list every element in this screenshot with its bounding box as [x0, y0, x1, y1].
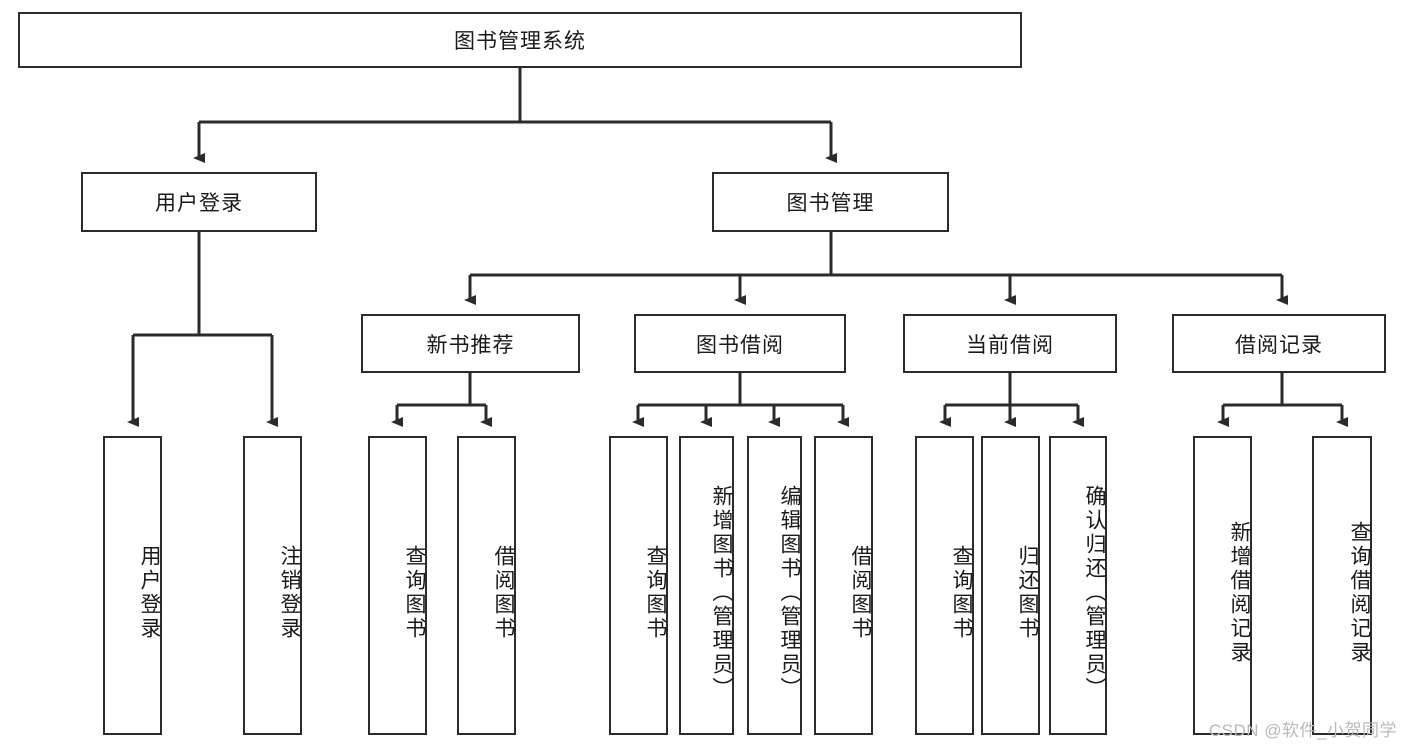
- leaf-record-add-record-label: 新增借阅记录: [1228, 520, 1251, 665]
- leaf-user-login-label: 用户登录: [138, 544, 161, 641]
- leaf-borrow-add-book-admin[interactable]: 新增图书（管理员）: [679, 436, 734, 735]
- csdn-watermark: CSDN @软件_小贺同学: [1208, 721, 1397, 740]
- leaf-borrow-borrow-book[interactable]: 借阅图书: [814, 436, 873, 735]
- leaf-borrow-add-book-admin-label: 新增图书（管理员）: [710, 484, 733, 701]
- leaf-recommend-borrow-book-label: 借阅图书: [492, 544, 515, 641]
- leaf-recommend-borrow-book[interactable]: 借阅图书: [457, 436, 516, 735]
- node-current-borrow-label: 当前借阅: [966, 333, 1054, 357]
- leaf-current-query-book[interactable]: 查询图书: [915, 436, 974, 735]
- node-user-login-label: 用户登录: [155, 192, 243, 215]
- leaf-logout-label: 注销登录: [278, 544, 301, 641]
- leaf-record-query-record-label: 查询借阅记录: [1348, 520, 1371, 665]
- node-current-borrow[interactable]: 当前借阅: [903, 314, 1117, 373]
- node-book-management-label: 图书管理: [786, 192, 875, 215]
- leaf-current-return-book-label: 归还图书: [1016, 544, 1039, 641]
- node-book-management[interactable]: 图书管理: [712, 172, 949, 232]
- leaf-borrow-borrow-book-label: 借阅图书: [849, 544, 872, 641]
- leaf-record-query-record[interactable]: 查询借阅记录: [1312, 436, 1372, 735]
- leaf-recommend-query-book-label: 查询图书: [403, 544, 426, 641]
- node-root-label: 图书管理系统: [454, 30, 586, 53]
- node-book-borrow[interactable]: 图书借阅: [634, 314, 846, 373]
- node-borrow-record-label: 借阅记录: [1235, 333, 1323, 357]
- node-new-book-recommend-label: 新书推荐: [426, 333, 515, 357]
- leaf-borrow-edit-book-admin[interactable]: 编辑图书（管理员）: [747, 436, 802, 735]
- leaf-borrow-query-book-label: 查询图书: [644, 544, 667, 641]
- node-root[interactable]: 图书管理系统: [18, 12, 1022, 68]
- node-new-book-recommend[interactable]: 新书推荐: [361, 314, 580, 373]
- node-borrow-record[interactable]: 借阅记录: [1172, 314, 1386, 373]
- leaf-current-query-book-label: 查询图书: [950, 544, 973, 641]
- leaf-logout[interactable]: 注销登录: [243, 436, 302, 735]
- node-user-login[interactable]: 用户登录: [81, 172, 317, 232]
- leaf-record-add-record[interactable]: 新增借阅记录: [1193, 436, 1252, 735]
- leaf-recommend-query-book[interactable]: 查询图书: [368, 436, 427, 735]
- leaf-current-return-book[interactable]: 归还图书: [981, 436, 1040, 735]
- leaf-current-confirm-return-admin-label: 确认归还（管理员）: [1083, 484, 1106, 701]
- node-book-borrow-label: 图书借阅: [696, 333, 784, 357]
- leaf-borrow-query-book[interactable]: 查询图书: [609, 436, 668, 735]
- leaf-user-login[interactable]: 用户登录: [103, 436, 162, 735]
- leaf-current-confirm-return-admin[interactable]: 确认归还（管理员）: [1049, 436, 1107, 735]
- leaf-borrow-edit-book-admin-label: 编辑图书（管理员）: [778, 484, 801, 701]
